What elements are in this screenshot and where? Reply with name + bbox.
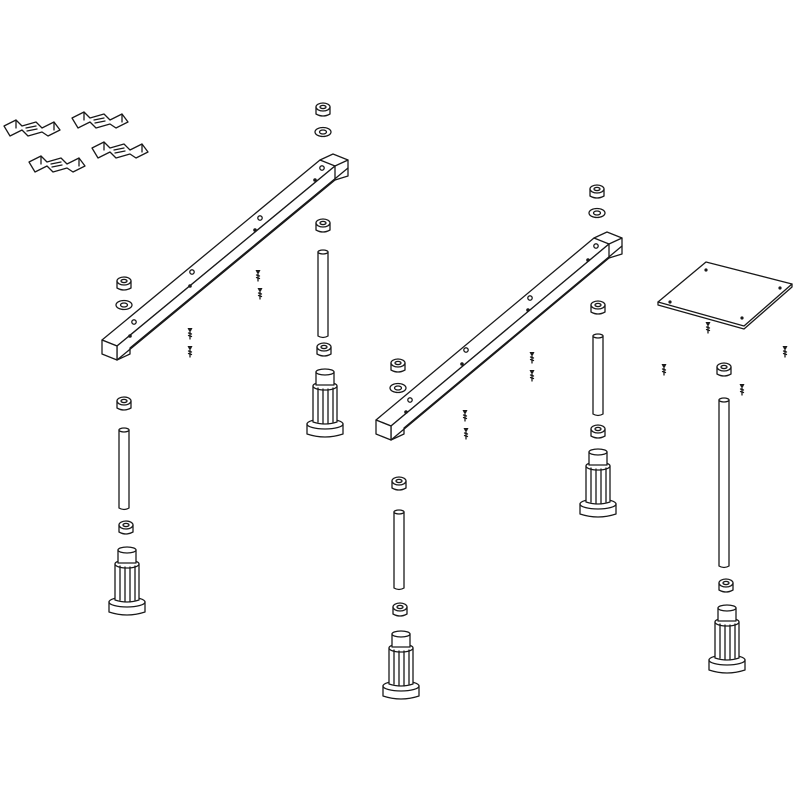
adjustable-foot [708,604,746,674]
screw [660,363,668,376]
threaded-rod [118,427,130,511]
hex-nut [116,276,132,291]
screw [738,383,746,396]
frame-rail-right [375,231,623,441]
adjustable-feet [108,368,746,700]
screw [461,409,469,422]
hex-nut [589,184,605,199]
screw [528,351,536,364]
mounting-clips [3,111,149,173]
hex-nut [116,396,132,411]
screw [781,345,789,358]
hex-nut [392,602,408,617]
adjustable-foot [306,368,344,438]
hex-nut [315,218,331,233]
mounting-clip [28,155,86,173]
hex-nut [590,300,606,315]
washer [389,382,407,394]
hex-nut [118,520,134,535]
screw [186,345,194,358]
washer [314,126,332,138]
washer [588,207,606,219]
hex-nut [316,342,332,357]
hex-nut [718,578,734,593]
screw [186,327,194,340]
screw [254,269,262,282]
adjustable-foot [108,546,146,616]
support-plate [657,261,793,330]
adjustable-foot [382,630,420,700]
screw [462,427,470,440]
nuts-and-washers [115,102,734,617]
threaded-rod [317,249,329,339]
threaded-rod [592,333,604,417]
hex-nut [590,424,606,439]
mounting-clip [91,141,149,159]
adjustable-foot [579,448,617,518]
screw [528,369,536,382]
threaded-rod [718,397,730,569]
threaded-rod [393,509,405,591]
washer [115,299,133,311]
hex-nut [716,362,732,377]
threaded-rods [118,249,730,591]
mounting-clip [71,111,129,129]
hex-nut [390,358,406,373]
mounting-clip [3,119,61,137]
hex-nut [391,476,407,491]
frame-rail-left [101,153,349,361]
hex-nut [315,102,331,117]
screw [256,287,264,300]
screw [704,321,712,334]
